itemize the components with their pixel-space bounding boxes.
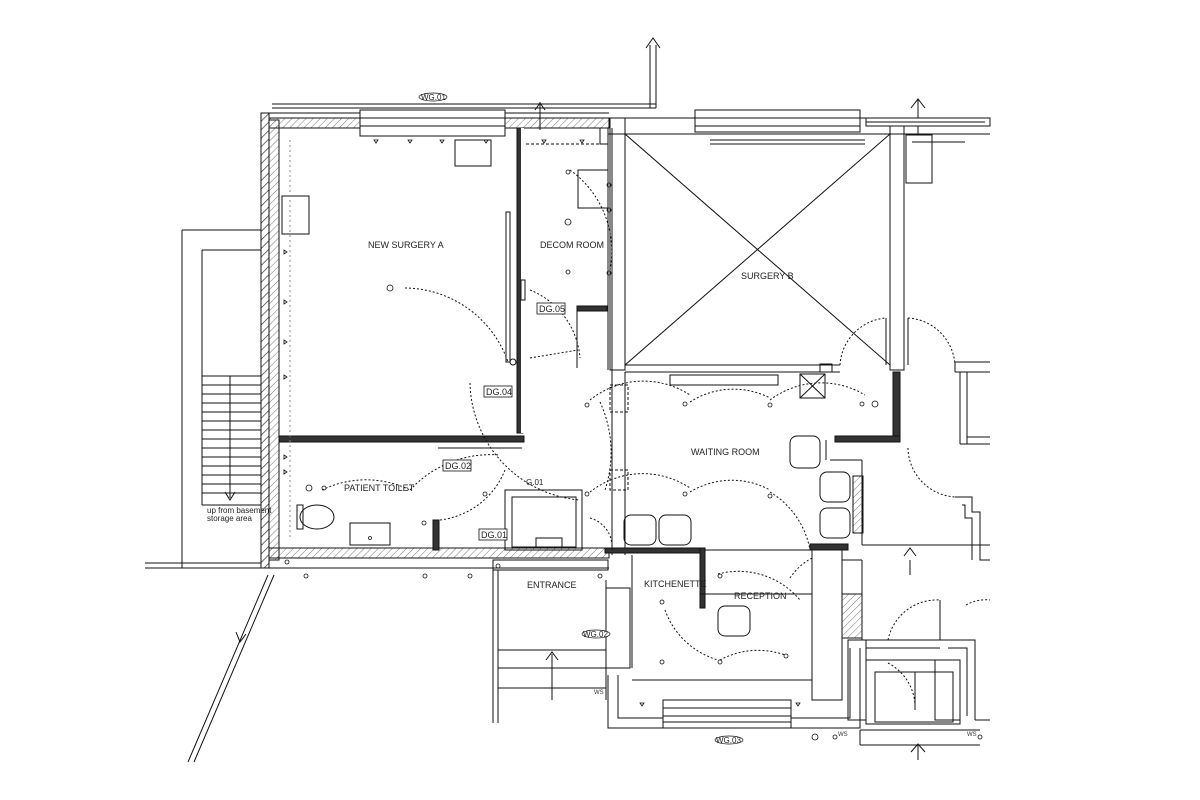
wall-surgery-a-toilet	[278, 435, 525, 449]
room-label-waiting-room: WAITING ROOM	[691, 447, 760, 457]
door-tag-dg05-text: DG.05	[539, 304, 565, 314]
room-label-decom-room: DECOM ROOM	[540, 240, 604, 250]
room-label-reception: RECEPTION	[734, 591, 787, 601]
room-label-entrance: ENTRANCE	[527, 580, 577, 590]
wall-sockets	[283, 139, 801, 707]
storage-note-line1: up from basement	[207, 506, 272, 515]
room-label-patient-toilet: PATIENT TOILET	[344, 483, 415, 493]
ws-marker-2: WS	[838, 732, 848, 738]
light-fittings	[284, 169, 983, 741]
window-wg03	[607, 648, 861, 729]
window-wg01	[272, 37, 661, 137]
storage-note-line2: storage area	[207, 514, 252, 523]
door-tag-dg01-text: DG.01	[481, 530, 507, 540]
ws-marker-3: WS	[967, 732, 977, 738]
window-tag-wg03: WG.03	[714, 735, 744, 745]
door-tag-dg04: DG.04	[483, 385, 513, 398]
external-walls	[260, 112, 610, 569]
window-tag-wg01-text: WG.01	[421, 93, 446, 102]
door-swings	[321, 169, 991, 711]
door-tag-g01: G.01	[526, 478, 544, 487]
window-tag-wg02-text: WG.02	[583, 630, 608, 639]
waiting-chairs	[623, 435, 851, 637]
basement-stair	[145, 229, 261, 569]
window-tag-wg02: WG.02	[581, 629, 611, 639]
room-label-new-surgery-a: NEW SURGERY A	[368, 240, 444, 250]
door-tag-dg02-text: DG.02	[445, 461, 471, 471]
window-tag-wg01: WG.01	[418, 92, 448, 102]
ws-marker-1: WS	[594, 690, 604, 696]
door-tag-dg01: DG.01	[478, 528, 508, 541]
window-tag-wg03-text: WG.03	[716, 736, 741, 745]
room-label-kitchenette: KITCHENETTE	[644, 579, 707, 589]
door-tag-dg02: DG.02	[442, 459, 472, 472]
door-tag-dg04-text: DG.04	[486, 387, 512, 397]
surgery-b-walls	[608, 98, 991, 386]
room-label-surgery-b: SURGERY B	[741, 271, 794, 281]
door-tag-dg05: DG.05	[536, 302, 566, 315]
